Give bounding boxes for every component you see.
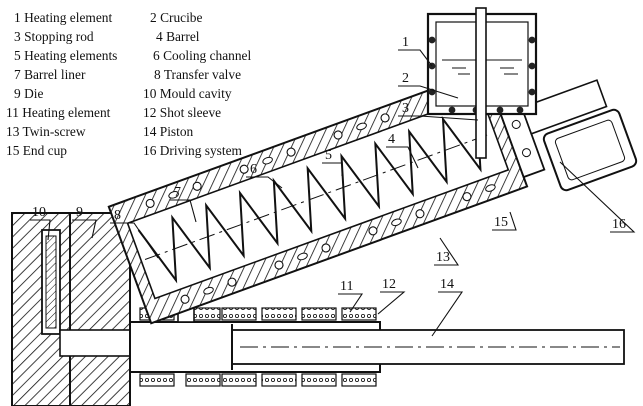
piston — [231, 324, 625, 370]
legend-item-13: 13 Twin-screw — [6, 124, 86, 139]
callout-2: 2 — [402, 71, 409, 86]
legend-item-5: 5 Heating elements — [14, 48, 118, 63]
component-legend: 1 Heating element 2 Crucibe 3 Stopping r… — [6, 4, 296, 160]
callout-1: 1 — [402, 35, 409, 50]
callout-4: 4 — [388, 132, 395, 147]
callout-11: 11 — [340, 279, 353, 294]
legend-item-4: 4 Barrel — [156, 29, 200, 44]
callout-16: 16 — [612, 217, 626, 232]
legend-item-12: 12 Shot sleeve — [143, 105, 222, 120]
legend-item-8: 8 Transfer valve — [154, 67, 242, 82]
legend-item-6: 6 Cooling channel — [153, 48, 252, 63]
callout-6: 6 — [250, 162, 257, 177]
driving-system — [542, 108, 638, 192]
die-gate — [59, 329, 133, 357]
callout-5: 5 — [325, 148, 332, 163]
legend-item-3: 3 Stopping rod — [14, 29, 94, 44]
twin-screw — [137, 106, 482, 284]
die — [11, 212, 131, 406]
legend-item-9: 9 Die — [14, 86, 44, 101]
heating-element-crucible — [428, 36, 536, 114]
cooling-channel — [168, 88, 496, 295]
callout-7: 7 — [174, 185, 181, 200]
callout-8: 8 — [114, 208, 121, 223]
legend-item-7: 7 Barrel liner — [14, 67, 86, 82]
callout-15: 15 — [494, 215, 508, 230]
callout-13: 13 — [436, 250, 450, 265]
leader-lines — [30, 49, 636, 337]
legend-item-1: 1 Heating element — [14, 10, 113, 25]
stopping-rod — [475, 7, 487, 159]
callout-14: 14 — [440, 277, 454, 292]
legend-item-15: 15 End cup — [6, 143, 68, 158]
legend-item-2: 2 Crucibe — [150, 10, 203, 25]
mould-cavity — [41, 229, 61, 335]
drive-shaft — [520, 79, 608, 135]
callout-9: 9 — [76, 205, 83, 220]
legend-item-11: 11 Heating element — [6, 105, 111, 120]
barrel-assembly — [107, 68, 608, 325]
legend-item-14: 14 Piston — [143, 124, 194, 139]
callout-3: 3 — [402, 101, 409, 116]
callout-numbers: 1 2 3 4 5 6 7 8 9 10 11 12 13 14 15 16 — [32, 35, 626, 294]
callout-10: 10 — [32, 205, 46, 220]
callout-12: 12 — [382, 277, 396, 292]
legend-item-10: 10 Mould cavity — [143, 86, 232, 101]
legend-item-16: 16 Driving system — [143, 143, 242, 158]
heating-elements — [145, 96, 472, 304]
